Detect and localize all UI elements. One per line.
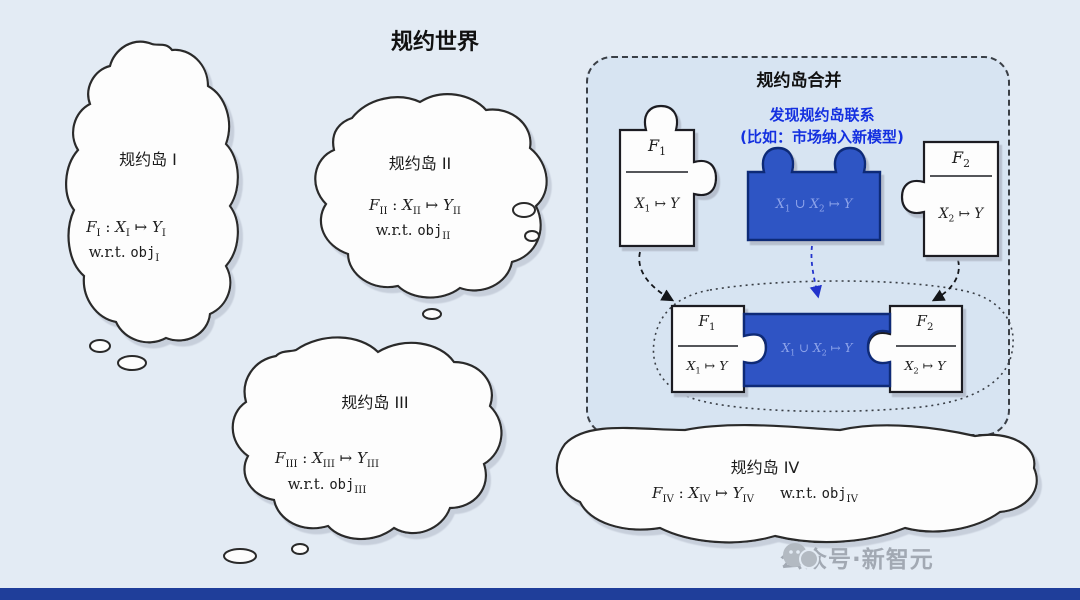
puzzle-piece-f1: [618, 104, 718, 248]
island-ii-islet: [524, 230, 540, 242]
island-ii-formula: FII : XII ↦ YII: [369, 196, 461, 217]
merge-note-line1: 发现规约岛联系: [769, 106, 875, 124]
puzzle-piece-f2: [900, 140, 1000, 258]
island-iii-islet: [223, 548, 257, 564]
island-i-formula: FI : XI ↦ YI: [86, 218, 166, 239]
island-ii-islet: [512, 202, 536, 218]
island-iii-formula: FIII : XIII ↦ YIII: [275, 449, 379, 470]
island-ii-label: 规约岛 II: [388, 154, 452, 173]
arrow-f2-to-assembled: [931, 259, 960, 302]
assembled-f1-mapping: X1 ↦ Y: [686, 358, 728, 377]
wechat-icon: [783, 543, 819, 569]
arrow-union-to-assembled: [809, 245, 822, 299]
island-iii-islet: [291, 543, 309, 555]
watermark: 公众号·新智元: [780, 540, 934, 574]
island-iii-label: 规约岛 III: [341, 393, 409, 412]
piece-f2-label: F2: [951, 148, 971, 171]
island-ii-islet: [422, 308, 442, 320]
island-i-islet: [89, 339, 111, 353]
piece-f1-mapping: X1 ↦ Y: [634, 196, 680, 215]
assembled-f2-mapping: X2 ↦ Y: [904, 358, 946, 377]
merge-note-line2: (比如：市场纳入新模型): [740, 128, 904, 146]
island-i-label: 规约岛 I: [119, 150, 177, 169]
island-iv-label: 规约岛 IV: [730, 458, 800, 477]
island-iii-wrt: w.r.t. objIII: [287, 475, 367, 496]
island-iv-shape: [555, 423, 1038, 544]
island-iii-shape: [231, 336, 503, 541]
island-iv-formula-line: FIV : XIV ↦ YIV w.r.t. objIV: [652, 484, 858, 505]
assembled-f2-label: F2: [916, 312, 934, 333]
island-ii-wrt: w.r.t. objII: [375, 221, 451, 242]
piece-f1-label: F1: [647, 136, 667, 159]
island-i-shape: [65, 40, 239, 344]
bottom-bar: [0, 588, 1080, 600]
island-iv-formula: FIV : XIV ↦ YIV: [652, 484, 754, 505]
assembled-piece-union: [742, 312, 892, 388]
piece-f2-mapping: X2 ↦ Y: [938, 206, 984, 225]
island-iv-wrt: w.r.t. objIV: [779, 484, 858, 505]
assembled-f1-label: F1: [698, 312, 716, 333]
puzzle-piece-union: [746, 146, 882, 242]
page-title: 规约世界: [390, 30, 480, 55]
island-i-islet: [117, 355, 147, 371]
piece-union-mapping: X1 ∪ X2 ↦ Y: [775, 197, 853, 215]
assembled-union-mapping: X1 ∪ X2 ↦ Y: [781, 341, 853, 358]
arrow-f1-to-assembled: [638, 251, 675, 302]
island-i-wrt: w.r.t. objI: [88, 243, 160, 264]
merge-panel-title: 规约岛合并: [756, 71, 842, 91]
island-ii-shape: [314, 93, 548, 299]
